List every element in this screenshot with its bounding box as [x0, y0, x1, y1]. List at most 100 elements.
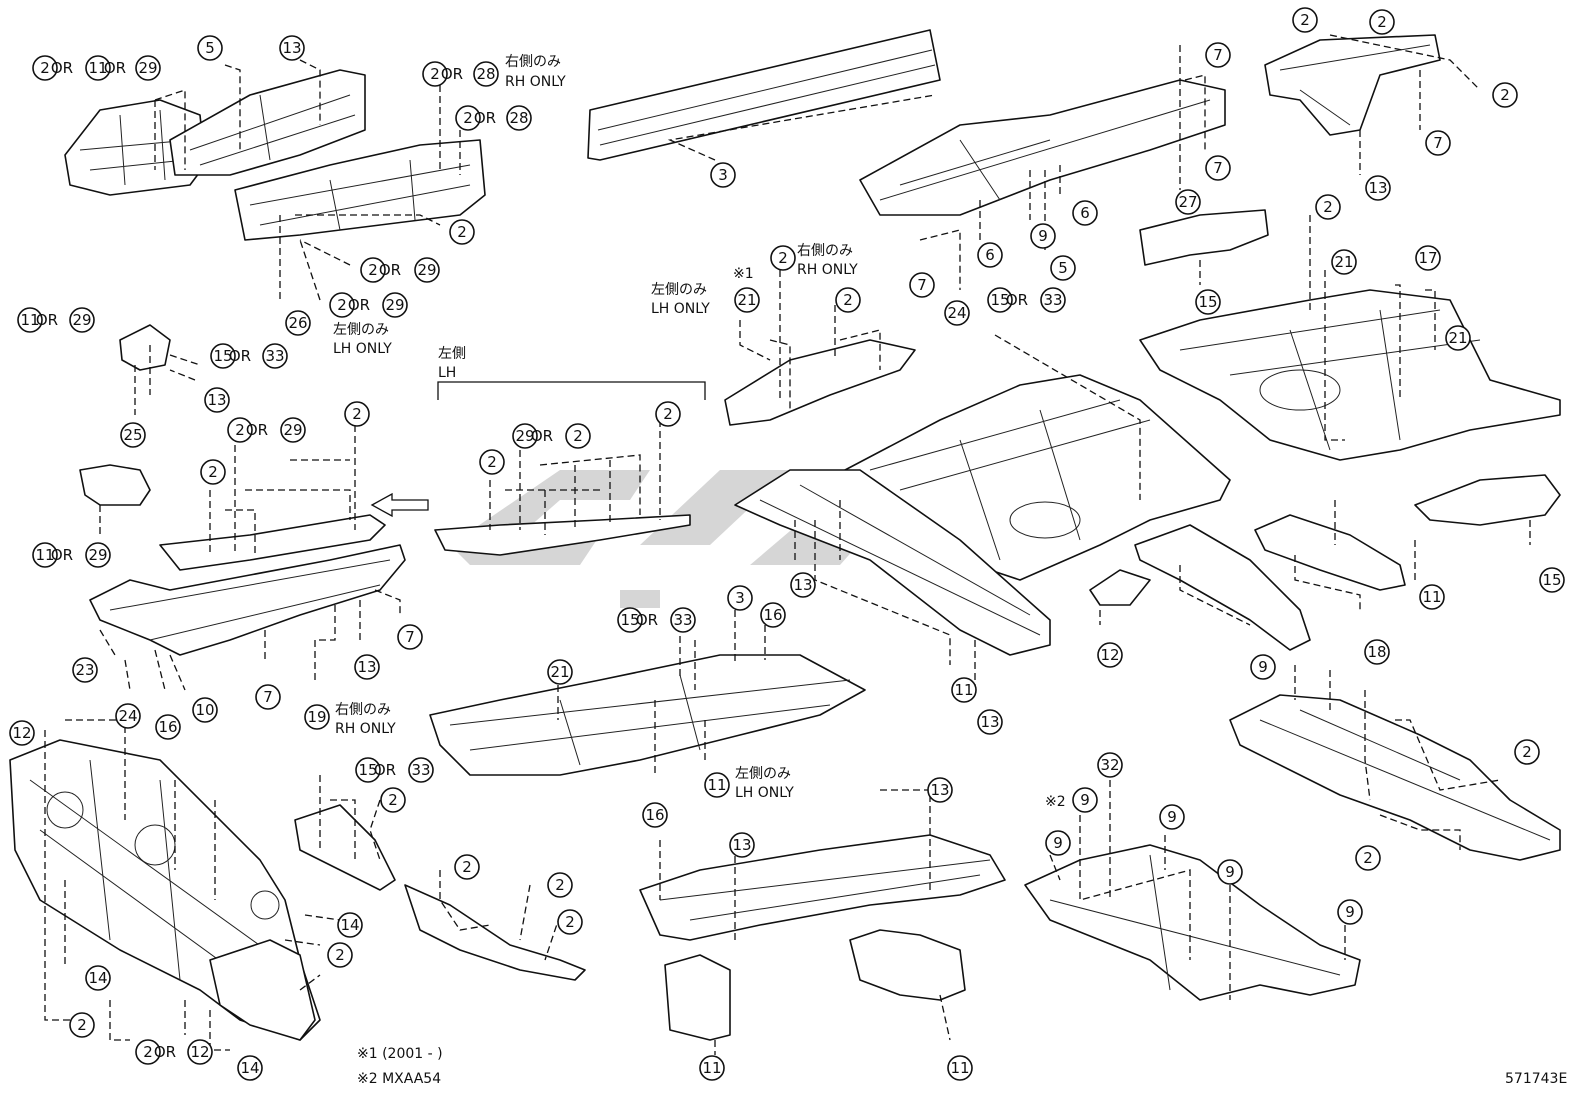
callout-bubble: 7	[1205, 155, 1231, 181]
svg-text:6: 6	[1080, 204, 1090, 222]
svg-text:13: 13	[357, 658, 376, 676]
svg-text:15: 15	[620, 611, 639, 629]
callout-bubble: 16	[760, 602, 786, 628]
annotations: 右側のみ RH ONLY 左側のみ LH ONLY 右側のみ RH ONLY 左…	[333, 54, 1567, 1087]
svg-text:5: 5	[1058, 259, 1068, 277]
callout-bubble: 9	[1045, 830, 1071, 856]
svg-text:3: 3	[735, 589, 745, 607]
callout-bubble: 2	[69, 1012, 95, 1038]
svg-text:2: 2	[1522, 743, 1532, 761]
callout-bubble: 21	[547, 659, 573, 685]
svg-text:13: 13	[207, 391, 226, 409]
callout-bubble: 2	[1315, 194, 1341, 220]
note-lh-only-jp: 左側のみ	[735, 766, 791, 782]
part-cowl-bracket-15	[294, 804, 396, 891]
arrow-left-icon	[370, 492, 429, 518]
callout-bubble: 2	[329, 292, 355, 318]
svg-text:9: 9	[1053, 834, 1063, 852]
callout-bubble: 21	[1331, 249, 1357, 275]
callout-bubble: 26	[285, 310, 311, 336]
svg-text:24: 24	[118, 707, 137, 725]
svg-text:23: 23	[75, 661, 94, 679]
svg-text:15: 15	[358, 761, 377, 779]
svg-text:12: 12	[12, 724, 31, 742]
svg-text:12: 12	[1100, 646, 1119, 664]
note-lh-side-en: LH	[438, 365, 456, 381]
note-rh-only-en: RH ONLY	[335, 721, 396, 737]
or-label: OR	[441, 65, 463, 83]
svg-text:2: 2	[143, 1043, 153, 1061]
callout-bubble: 10	[192, 697, 218, 723]
part-rear-side-member-lh	[1134, 524, 1311, 651]
svg-text:2: 2	[352, 405, 362, 423]
svg-text:2: 2	[462, 858, 472, 876]
callout-bubble: 15	[210, 343, 236, 369]
svg-text:7: 7	[1213, 159, 1223, 177]
or-label: OR	[531, 427, 553, 445]
callout-bubble: 5	[1050, 255, 1076, 281]
svg-text:29: 29	[417, 261, 436, 279]
callout-bubble: 9	[1250, 654, 1276, 680]
svg-text:9: 9	[1038, 227, 1048, 245]
svg-text:5: 5	[205, 39, 215, 57]
note-lh-only-en: LH ONLY	[735, 785, 794, 801]
leader-lines	[44, 34, 1531, 1055]
or-label: OR	[379, 261, 401, 279]
note-rh-only-en: RH ONLY	[797, 262, 858, 278]
callout-bubble: 33	[408, 757, 434, 783]
callout-bubble: 28	[473, 61, 499, 87]
note-lh-only-jp: 左側のみ	[651, 282, 707, 298]
callout-bubble: 24	[944, 300, 970, 326]
or-label: OR	[154, 1043, 176, 1061]
part-cowl-top	[724, 339, 916, 426]
svg-text:28: 28	[509, 109, 528, 127]
callout-bubble: 2	[200, 459, 226, 485]
svg-text:2: 2	[663, 405, 673, 423]
svg-text:13: 13	[930, 781, 949, 799]
callout-bubble: 2	[360, 257, 386, 283]
svg-text:16: 16	[645, 806, 664, 824]
callout-bubble: 2	[655, 401, 681, 427]
svg-text:16: 16	[763, 606, 782, 624]
footnote-1: ※1 (2001 - )	[357, 1046, 443, 1062]
svg-text:2: 2	[463, 109, 473, 127]
note-lh-side-jp: 左側	[438, 346, 466, 362]
svg-text:17: 17	[1418, 249, 1437, 267]
svg-text:2: 2	[1377, 13, 1387, 31]
note-lh-only-en: LH ONLY	[333, 341, 392, 357]
svg-text:7: 7	[917, 276, 927, 294]
svg-text:2: 2	[843, 291, 853, 309]
svg-text:12: 12	[190, 1043, 209, 1061]
part-side-member-lh-upper	[159, 514, 386, 571]
svg-text:11: 11	[88, 59, 107, 77]
callout-bubble: 29	[280, 417, 306, 443]
callout-bubble: 13	[790, 572, 816, 598]
part-roof-rail	[587, 29, 941, 161]
svg-text:2: 2	[337, 296, 347, 314]
callout-bubble: 6	[1072, 200, 1098, 226]
callout-bubble: 13	[354, 654, 380, 680]
or-label: OR	[229, 347, 251, 365]
part-rear-crossmember-front	[639, 834, 1006, 941]
callout-bubble: 14	[337, 912, 363, 938]
svg-text:14: 14	[88, 969, 107, 987]
callout-bubble: 2	[770, 245, 796, 271]
callout-bubble: 9	[1159, 804, 1185, 830]
callout-bubble: 33	[670, 607, 696, 633]
or-label: OR	[36, 311, 58, 329]
svg-text:9: 9	[1080, 791, 1090, 809]
callout-bubble: 6	[977, 242, 1003, 268]
note-mark-2: ※2	[1045, 794, 1066, 810]
callout-bubble: 15	[987, 287, 1013, 313]
callouts: 2 OR 11 OR 29 5 13 2 OR 28 2 OR 28 2 2 O…	[9, 7, 1565, 1081]
callout-bubble: 16	[155, 714, 181, 740]
callout-bubble: 17	[1415, 245, 1441, 271]
part-front-side-member-upper	[169, 69, 366, 176]
callout-bubble: 2	[1369, 9, 1395, 35]
svg-text:9: 9	[1225, 863, 1235, 881]
svg-text:2: 2	[1500, 86, 1510, 104]
svg-text:15: 15	[213, 347, 232, 365]
part-rocker-outer-rh	[859, 79, 1226, 216]
callout-bubble: 3	[710, 162, 736, 188]
